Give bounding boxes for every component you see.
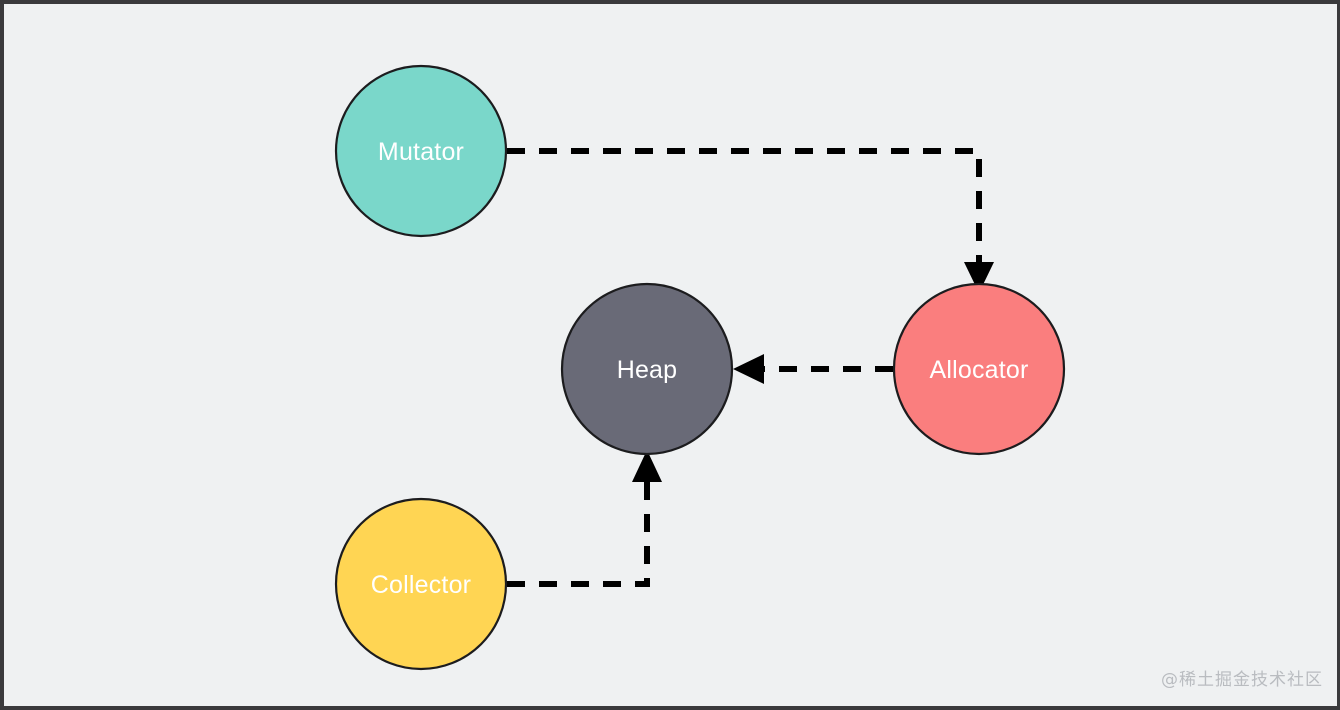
node-collector[interactable]: Collector [334,497,508,671]
node-circle-collector[interactable] [334,497,508,671]
node-heap[interactable]: Heap [560,282,734,456]
node-circle-allocator[interactable] [892,282,1066,456]
edge-collector-to-heap [507,450,662,587]
node-circle-mutator[interactable] [334,64,508,238]
diagram-graphic: Mutator Heap Allocator Collector [334,64,1066,671]
node-label-collector: Collector [371,571,471,599]
node-label-mutator: Mutator [378,138,464,166]
watermark-text: @稀土掘金技术社区 [1161,670,1323,690]
arrowhead-down-allocator [964,262,994,293]
node-label-heap: Heap [617,356,678,384]
node-mutator[interactable]: Mutator [334,64,508,238]
arrowhead-left-heap [733,354,764,384]
node-allocator[interactable]: Allocator [892,282,1066,456]
edge-mutator-to-allocator [507,148,994,293]
node-circle-heap[interactable] [560,282,734,456]
node-label-allocator: Allocator [929,356,1028,384]
edge-allocator-to-heap [733,354,893,384]
edge-path-collector-heap [507,465,650,587]
arrowhead-up-heap [632,450,662,482]
edge-path-mutator-allocator [507,148,982,276]
